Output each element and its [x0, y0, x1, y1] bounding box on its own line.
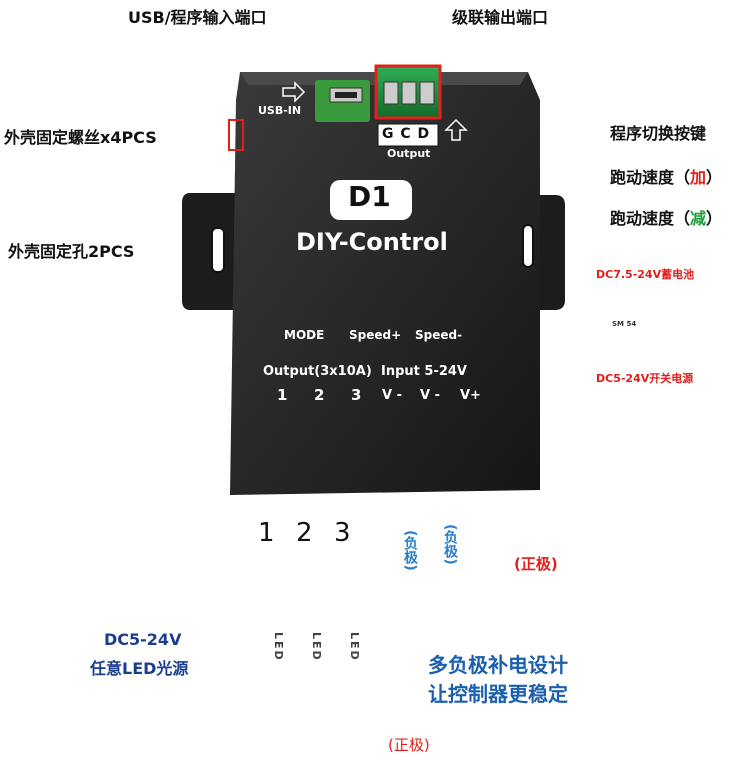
- channel-1-label: 1: [258, 518, 275, 548]
- input-pin-1: V -: [382, 388, 402, 403]
- model-badge: [330, 180, 412, 220]
- controller-case: [182, 72, 565, 495]
- right-mount-hole: [522, 224, 534, 268]
- holes-label: 外壳固定孔2PCS: [8, 242, 135, 261]
- mode-switch-label: 程序切换按键: [610, 124, 707, 143]
- screws-label: 外壳固定螺丝x4PCS: [4, 128, 157, 147]
- battery-label: DC7.5-24V蓄电池: [596, 268, 695, 281]
- speed-up-button-label: Speed+: [349, 328, 402, 342]
- mode-button-label: MODE: [284, 328, 325, 342]
- negative-label-2: (负极): [442, 524, 458, 565]
- output-num-3: 3: [351, 386, 362, 404]
- minus-sign: 减: [690, 209, 707, 228]
- led-source-line1: DC5-24V: [104, 630, 182, 649]
- channel-2-label: 2: [296, 518, 313, 548]
- gcd-text: G C D: [382, 126, 431, 142]
- positive-label-upper: (正极): [514, 555, 558, 573]
- up-arrow-icon: [444, 118, 468, 141]
- output-num-1: 1: [277, 386, 288, 404]
- plus-sign: 加: [690, 168, 707, 187]
- output-small-text: Output: [387, 147, 431, 160]
- model-text: D1: [348, 180, 391, 213]
- gcd-plate: [377, 123, 439, 147]
- usb-in-text: USB-IN: [258, 104, 302, 117]
- note-line2: 让控制器更稳定: [428, 682, 568, 706]
- led-2-text: LED: [310, 632, 323, 662]
- battery-model: SM 54: [612, 320, 637, 328]
- output-num-2: 2: [314, 386, 325, 404]
- usb-arrow-icon: [282, 81, 306, 103]
- speed-up-label: 跑动速度（加）: [610, 168, 723, 187]
- channel-3-label: 3: [334, 518, 351, 548]
- brand-text: DIY-Control: [296, 228, 448, 256]
- input-pin-3: V+: [460, 388, 481, 403]
- usb-port: [315, 80, 370, 122]
- cascade-terminal: [374, 64, 442, 120]
- screw-highlight: [228, 119, 244, 151]
- positive-label-lower: (正极): [388, 736, 430, 754]
- cascade-port-label: 级联输出端口: [452, 8, 549, 27]
- input-header: Input 5-24V: [381, 364, 467, 379]
- led-3-text: LED: [348, 632, 361, 662]
- psu-label: DC5-24V开关电源: [596, 372, 694, 385]
- output-header: Output(3x10A): [263, 364, 372, 379]
- input-pin-2: V -: [420, 388, 440, 403]
- battery-brand: BOSCH: [613, 302, 641, 310]
- usb-port-label: USB/程序输入端口: [128, 8, 267, 27]
- left-mount-hole: [211, 227, 225, 273]
- speed-down-button-label: Speed-: [415, 328, 463, 342]
- speed-down-label: 跑动速度（减）: [610, 209, 723, 228]
- note-line1: 多负极补电设计: [428, 653, 568, 677]
- led-source-line2: 任意LED光源: [90, 659, 189, 678]
- negative-label-1: (负极): [402, 530, 418, 571]
- led-1-text: LED: [272, 632, 285, 662]
